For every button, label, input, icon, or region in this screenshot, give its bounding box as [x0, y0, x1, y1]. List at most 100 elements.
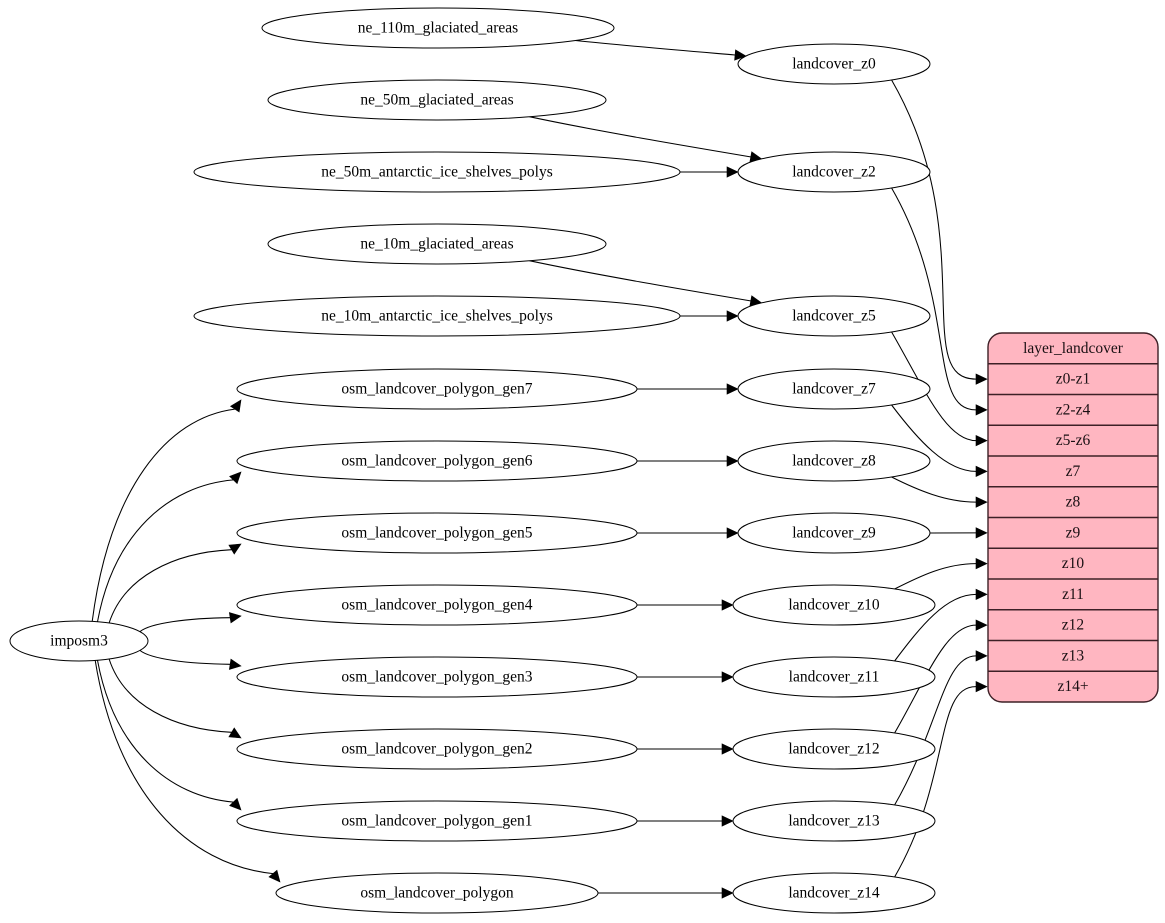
graph-node-landcover-z11[interactable]: landcover_z11 [732, 656, 936, 698]
edge-arrowhead [975, 373, 988, 385]
node-shape [737, 151, 931, 193]
graph-node-ne-50m-antarctic-ice-shelves-polys[interactable]: ne_50m_antarctic_ice_shelves_polys [193, 151, 681, 193]
graph-node-osm-landcover-polygon-gen2[interactable]: osm_landcover_polygon_gen2 [236, 728, 638, 770]
graph-node-landcover-z0[interactable]: landcover_z0 [737, 43, 931, 85]
edge-osm-landcover-polygon-gen3-to-landcover-z11 [637, 671, 734, 683]
node-shape [267, 223, 607, 265]
edge-line [894, 624, 977, 734]
graph-node-imposm3[interactable]: imposm3 [9, 620, 149, 662]
edge-line [894, 593, 977, 662]
edge-arrowhead [726, 527, 739, 539]
graph-node-landcover-z8[interactable]: landcover_z8 [737, 440, 931, 482]
edge-line [91, 408, 235, 622]
edge-line [891, 331, 977, 442]
node-shape [737, 43, 931, 85]
edge-osm-landcover-polygon-gen4-to-landcover-z10 [637, 599, 734, 611]
graph-node-landcover-z5[interactable]: landcover_z5 [737, 295, 931, 337]
graph-node-ne-10m-glaciated-areas[interactable]: ne_10m_glaciated_areas [267, 223, 607, 265]
node-shape [737, 512, 931, 554]
edge-arrowhead [975, 496, 988, 508]
edge-imposm3-to-osm-landcover-polygon-gen4 [139, 612, 242, 633]
edge-arrowhead [721, 743, 734, 755]
graph-node-osm-landcover-polygon-gen1[interactable]: osm_landcover_polygon_gen1 [236, 800, 638, 842]
edge-arrowhead [975, 619, 988, 631]
edge-line [108, 549, 232, 624]
edge-line [139, 617, 231, 633]
node-shape [236, 368, 638, 410]
edge-arrowhead [268, 869, 281, 883]
node-shape [236, 584, 638, 626]
edge-landcover-z11-to-z11 [894, 588, 988, 662]
edge-imposm3-to-osm-landcover-polygon-gen5 [108, 543, 242, 624]
edge-arrowhead [975, 557, 988, 570]
edge-arrowhead [228, 612, 242, 624]
edge-arrowhead [734, 49, 747, 61]
edge-arrowhead [229, 797, 242, 811]
edge-line [894, 686, 977, 878]
edge-imposm3-to-osm-landcover-polygon-gen1 [96, 660, 242, 811]
edge-arrowhead [721, 599, 734, 611]
node-shape [732, 584, 936, 626]
edge-line [891, 79, 977, 380]
graph-node-osm-landcover-polygon-gen4[interactable]: osm_landcover_polygon_gen4 [236, 584, 638, 626]
node-shape [236, 512, 638, 554]
graph-node-landcover-z2[interactable]: landcover_z2 [737, 151, 931, 193]
edge-line [894, 563, 977, 590]
node-shape [236, 440, 638, 482]
edge-line [891, 476, 977, 503]
node-shape [261, 7, 615, 49]
edge-landcover-z9-to-z9 [929, 527, 988, 539]
edge-landcover-z12-to-z12 [894, 619, 988, 734]
edge-ne-50m-antarctic-ice-shelves-polys-to-landcover-z2 [680, 166, 739, 178]
edge-landcover-z8-to-z8 [891, 476, 988, 508]
edge-ne-10m-antarctic-ice-shelves-polys-to-landcover-z5 [680, 310, 739, 322]
graph-node-osm-landcover-polygon-gen3[interactable]: osm_landcover_polygon_gen3 [236, 656, 638, 698]
node-shape [737, 440, 931, 482]
edge-imposm3-to-osm-landcover-polygon-gen3 [139, 649, 242, 670]
graph-node-landcover-z13[interactable]: landcover_z13 [732, 800, 936, 842]
edge-arrowhead [726, 383, 739, 395]
graph-node-landcover-z14[interactable]: landcover_z14 [732, 872, 936, 914]
edge-imposm3-to-osm-landcover-polygon-gen7 [91, 399, 242, 622]
edge-landcover-z5-to-z5-z6 [891, 331, 988, 447]
graph-node-ne-50m-glaciated-areas[interactable]: ne_50m_glaciated_areas [267, 79, 607, 121]
edge-arrowhead [229, 399, 242, 413]
graph-node-landcover-z12[interactable]: landcover_z12 [732, 728, 936, 770]
edge-arrowhead [975, 588, 988, 601]
node-shape [732, 800, 936, 842]
edge-arrowhead [721, 815, 734, 827]
graph-node-ne-10m-antarctic-ice-shelves-polys[interactable]: ne_10m_antarctic_ice_shelves_polys [193, 295, 681, 337]
edge-arrowhead [228, 658, 242, 670]
graph-node-osm-landcover-polygon-gen5[interactable]: osm_landcover_polygon_gen5 [236, 512, 638, 554]
record-node-layer: layer_landcoverz0-z1z2-z4z5-z6z7z8z9z10z… [987, 332, 1159, 703]
edge-arrowhead [975, 465, 988, 478]
graph-node-ne-110m-glaciated-areas[interactable]: ne_110m_glaciated_areas [261, 7, 615, 49]
edge-line [891, 187, 977, 411]
node-shape [737, 368, 931, 410]
graph-node-landcover-z9[interactable]: landcover_z9 [737, 512, 931, 554]
edge-osm-landcover-polygon-to-landcover-z14 [598, 887, 734, 899]
graph-node-osm-landcover-polygon[interactable]: osm_landcover_polygon [275, 872, 599, 914]
edge-osm-landcover-polygon-gen5-to-landcover-z9 [637, 527, 739, 539]
node-shape [9, 620, 149, 662]
graph-node-landcover-z7[interactable]: landcover_z7 [737, 368, 931, 410]
edge-line [529, 260, 751, 302]
node-shape [236, 728, 638, 770]
edge-ne-110m-glaciated-areas-to-landcover-z0 [575, 39, 747, 61]
edge-line [891, 404, 977, 472]
graph-node-osm-landcover-polygon-gen7[interactable]: osm_landcover_polygon_gen7 [236, 368, 638, 410]
node-shape [267, 79, 607, 121]
edge-landcover-z0-to-z0-z1 [891, 79, 988, 385]
node-layer: imposm3 ne_110m_glaciated_areas ne_50m_gla… [9, 7, 936, 914]
edge-arrowhead [975, 404, 988, 416]
node-shape [236, 656, 638, 698]
edge-osm-landcover-polygon-gen6-to-landcover-z8 [637, 455, 739, 467]
record-node-layer-landcover[interactable]: layer_landcoverz0-z1z2-z4z5-z6z7z8z9z10z… [987, 332, 1159, 703]
graph-node-osm-landcover-polygon-gen6[interactable]: osm_landcover_polygon_gen6 [236, 440, 638, 482]
edge-arrowhead [228, 727, 242, 739]
graph-node-landcover-z10[interactable]: landcover_z10 [732, 584, 936, 626]
edge-landcover-z2-to-z2-z4 [891, 187, 988, 416]
edge-line [894, 655, 977, 806]
